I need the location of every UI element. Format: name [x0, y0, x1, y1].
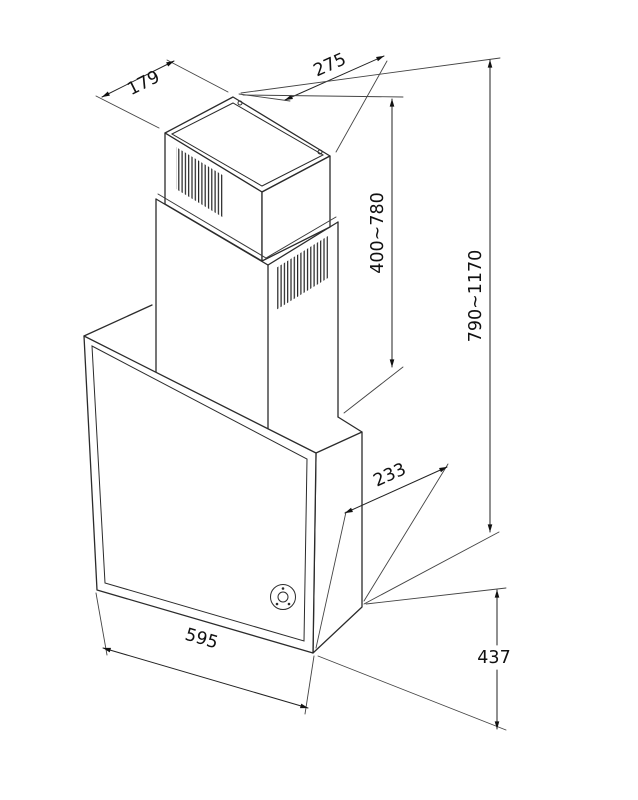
dimension-total-height: 790~1170 — [240, 57, 501, 605]
dim-label-body-width: 595 — [183, 625, 221, 654]
control-knob-icon — [270, 584, 296, 610]
dim-label-total-height: 790~1170 — [466, 250, 486, 343]
body-right-side — [312, 431, 363, 654]
glass-front-panel — [83, 335, 317, 654]
dim-label-chimney-depth: 179 — [124, 67, 163, 100]
chimney-lower-rim-inner — [157, 193, 337, 259]
mounting-hole-icon — [317, 149, 323, 155]
dimension-body-width: 595 — [95, 592, 315, 715]
dim-label-chimney-height: 400~780 — [368, 192, 388, 273]
mounting-hole-icon — [237, 100, 243, 106]
glass-panel-outline — [83, 335, 317, 654]
glass-panel-inner-edge — [91, 345, 308, 642]
vent-grille-upper — [176, 147, 224, 218]
body-top-back-edge-left — [83, 304, 153, 337]
dim-label-chimney-width: 275 — [311, 50, 350, 82]
chimney-upper-duct — [164, 96, 331, 262]
chimney-top-rim-inner — [170, 102, 325, 187]
body-top-back-edge-right — [337, 416, 363, 433]
dim-label-body-height: 437 — [477, 648, 510, 668]
dimension-body-height: 437 — [317, 587, 511, 731]
dimension-chimney-height: 400~780 — [242, 94, 404, 414]
chimney-lower-duct — [155, 193, 339, 430]
vent-grille-lower — [276, 236, 328, 310]
